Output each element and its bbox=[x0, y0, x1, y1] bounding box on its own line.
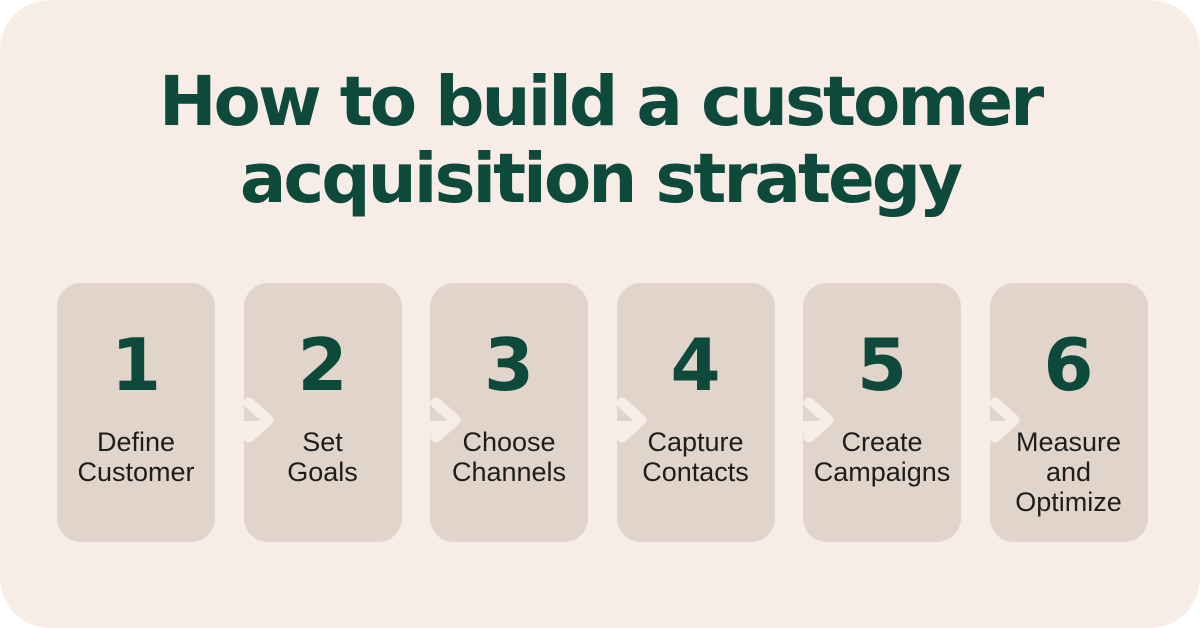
steps-row: 1 Define Customer 2 Set Goals 3 Choose C… bbox=[57, 283, 1148, 542]
step-number: 6 bbox=[1043, 323, 1094, 407]
step-number: 2 bbox=[297, 323, 348, 407]
step-card-3: 3 Choose Channels bbox=[430, 283, 588, 542]
step-card-1: 1 Define Customer bbox=[57, 283, 215, 542]
step-label: Create Campaigns bbox=[813, 427, 951, 487]
step-label: Choose Channels bbox=[451, 427, 567, 487]
step-number: 3 bbox=[483, 323, 535, 407]
step-label: Set Goals bbox=[287, 427, 358, 487]
step-card-2: 2 Set Goals bbox=[243, 283, 402, 542]
step-card-5: 5 Create Campaigns bbox=[803, 283, 961, 542]
step-label: Capture Contacts bbox=[642, 427, 749, 487]
step-label: Measure and Optimize bbox=[1015, 427, 1122, 517]
step-number: 1 bbox=[110, 323, 162, 407]
step-number: 5 bbox=[856, 323, 908, 407]
step-card-4: 4 Capture Contacts bbox=[616, 283, 775, 542]
step-card-6: 6 Measure and Optimize bbox=[989, 283, 1148, 542]
step-number: 4 bbox=[670, 323, 721, 407]
page-title: How to build a customer acquisition stra… bbox=[158, 62, 1044, 219]
step-label: Define Customer bbox=[77, 427, 195, 487]
